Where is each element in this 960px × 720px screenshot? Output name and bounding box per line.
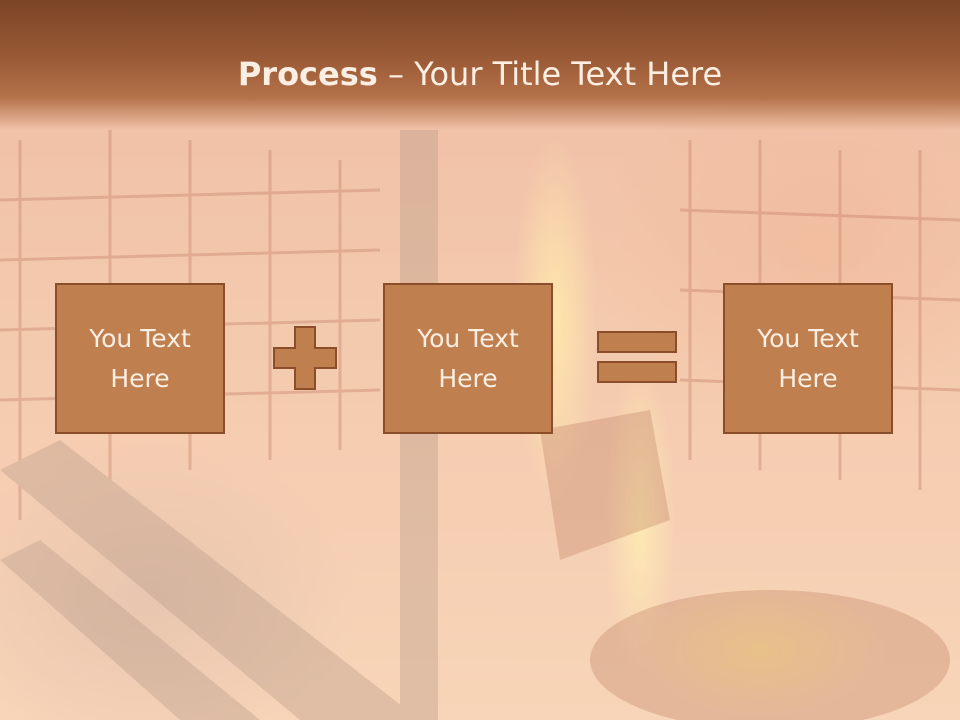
text-box-3-label: You Text Here bbox=[757, 323, 859, 393]
text-box-1-label: You Text Here bbox=[89, 323, 191, 393]
plus-icon bbox=[273, 326, 337, 390]
title-rest: – Your Title Text Here bbox=[377, 55, 723, 93]
title-bar bbox=[0, 0, 960, 130]
text-box-2-label: You Text Here bbox=[417, 323, 519, 393]
text-box-2[interactable]: You Text Here bbox=[383, 283, 553, 434]
slide-title: Process – Your Title Text Here bbox=[0, 52, 960, 96]
title-bold: Process bbox=[237, 55, 378, 93]
text-box-1[interactable]: You Text Here bbox=[55, 283, 225, 434]
text-box-3[interactable]: You Text Here bbox=[723, 283, 893, 434]
equals-icon bbox=[597, 331, 677, 383]
